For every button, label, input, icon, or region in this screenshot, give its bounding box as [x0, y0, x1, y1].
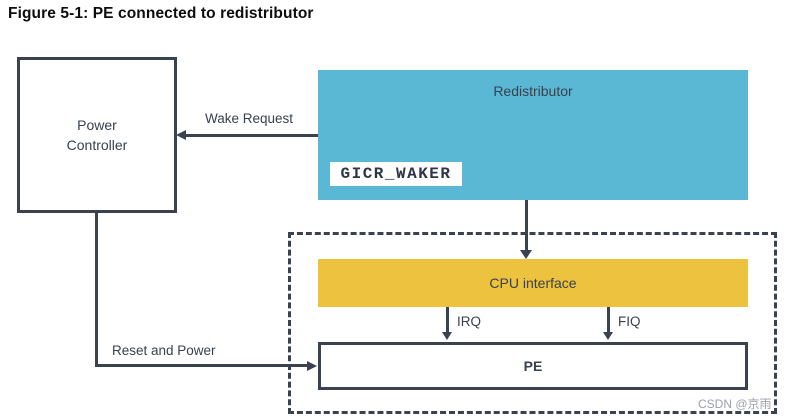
- watermark: CSDN @京雨: [698, 397, 772, 411]
- reset-and-power-hline: [95, 364, 308, 367]
- pe-cluster-dashed-boundary: [288, 232, 777, 414]
- gicr-waker-register: GICR_WAKER: [330, 162, 462, 186]
- cpu-interface-label: CPU interface: [489, 275, 577, 291]
- power-controller-label: Power Controller: [66, 116, 128, 153]
- power-controller-box: Power Controller: [17, 57, 177, 213]
- redistributor-to-cpu-line: [525, 200, 528, 251]
- irq-line: [446, 307, 449, 333]
- irq-label: IRQ: [457, 314, 482, 329]
- pe-label: PE: [523, 358, 543, 374]
- irq-arrowhead-icon: [442, 332, 452, 340]
- reset-and-power-arrowhead-icon: [307, 361, 317, 371]
- redistributor-box: Redistributor GICR_WAKER: [318, 70, 748, 200]
- reset-and-power-label: Reset and Power: [112, 343, 216, 358]
- reset-and-power-vline: [95, 213, 98, 367]
- pe-box: PE: [318, 342, 748, 390]
- fiq-line: [607, 307, 610, 333]
- redistributor-label: Redistributor: [493, 83, 573, 99]
- figure-title: Figure 5-1: PE connected to redistributo…: [8, 5, 314, 22]
- redistributor-to-cpu-arrowhead-icon: [520, 250, 532, 259]
- wake-request-arrowhead-icon: [176, 130, 186, 140]
- cpu-interface-box: CPU interface: [318, 259, 748, 307]
- wake-request-line: [181, 134, 318, 137]
- fiq-label: FIQ: [618, 314, 641, 329]
- fiq-arrowhead-icon: [603, 332, 613, 340]
- wake-request-label: Wake Request: [204, 111, 294, 126]
